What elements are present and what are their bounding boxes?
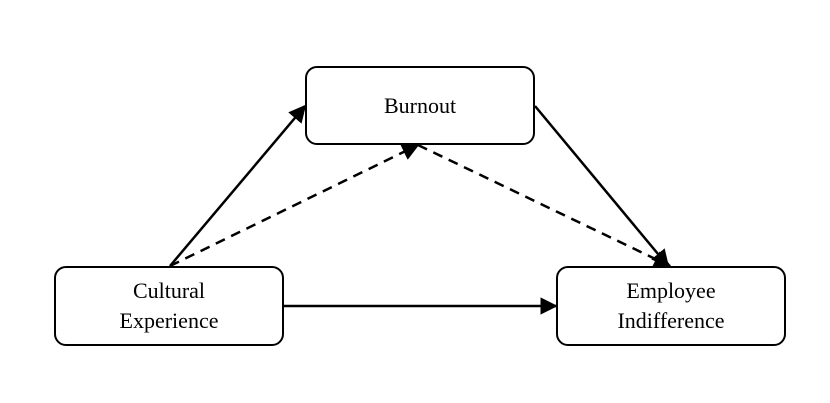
edge-burnout-to-employee-dashed <box>417 143 672 268</box>
node-employee-indifference-label-line-1: Employee <box>626 278 716 303</box>
node-cultural-experience: Cultural Experience <box>54 266 284 346</box>
node-cultural-experience-label-line-1: Cultural <box>132 278 206 303</box>
edge-cultural-to-burnout <box>169 104 307 267</box>
node-employee-indifference: Employee Indifference <box>556 266 786 346</box>
node-employee-indifference-label-line-2: Indifference <box>617 308 725 333</box>
edge-cultural-to-burnout-dashed <box>169 143 420 268</box>
node-burnout: Burnout <box>305 66 535 145</box>
node-cultural-experience-label-line-2: Experience <box>119 308 219 333</box>
edge-burnout-to-employee <box>534 105 670 268</box>
node-burnout-label: Burnout <box>383 92 457 118</box>
